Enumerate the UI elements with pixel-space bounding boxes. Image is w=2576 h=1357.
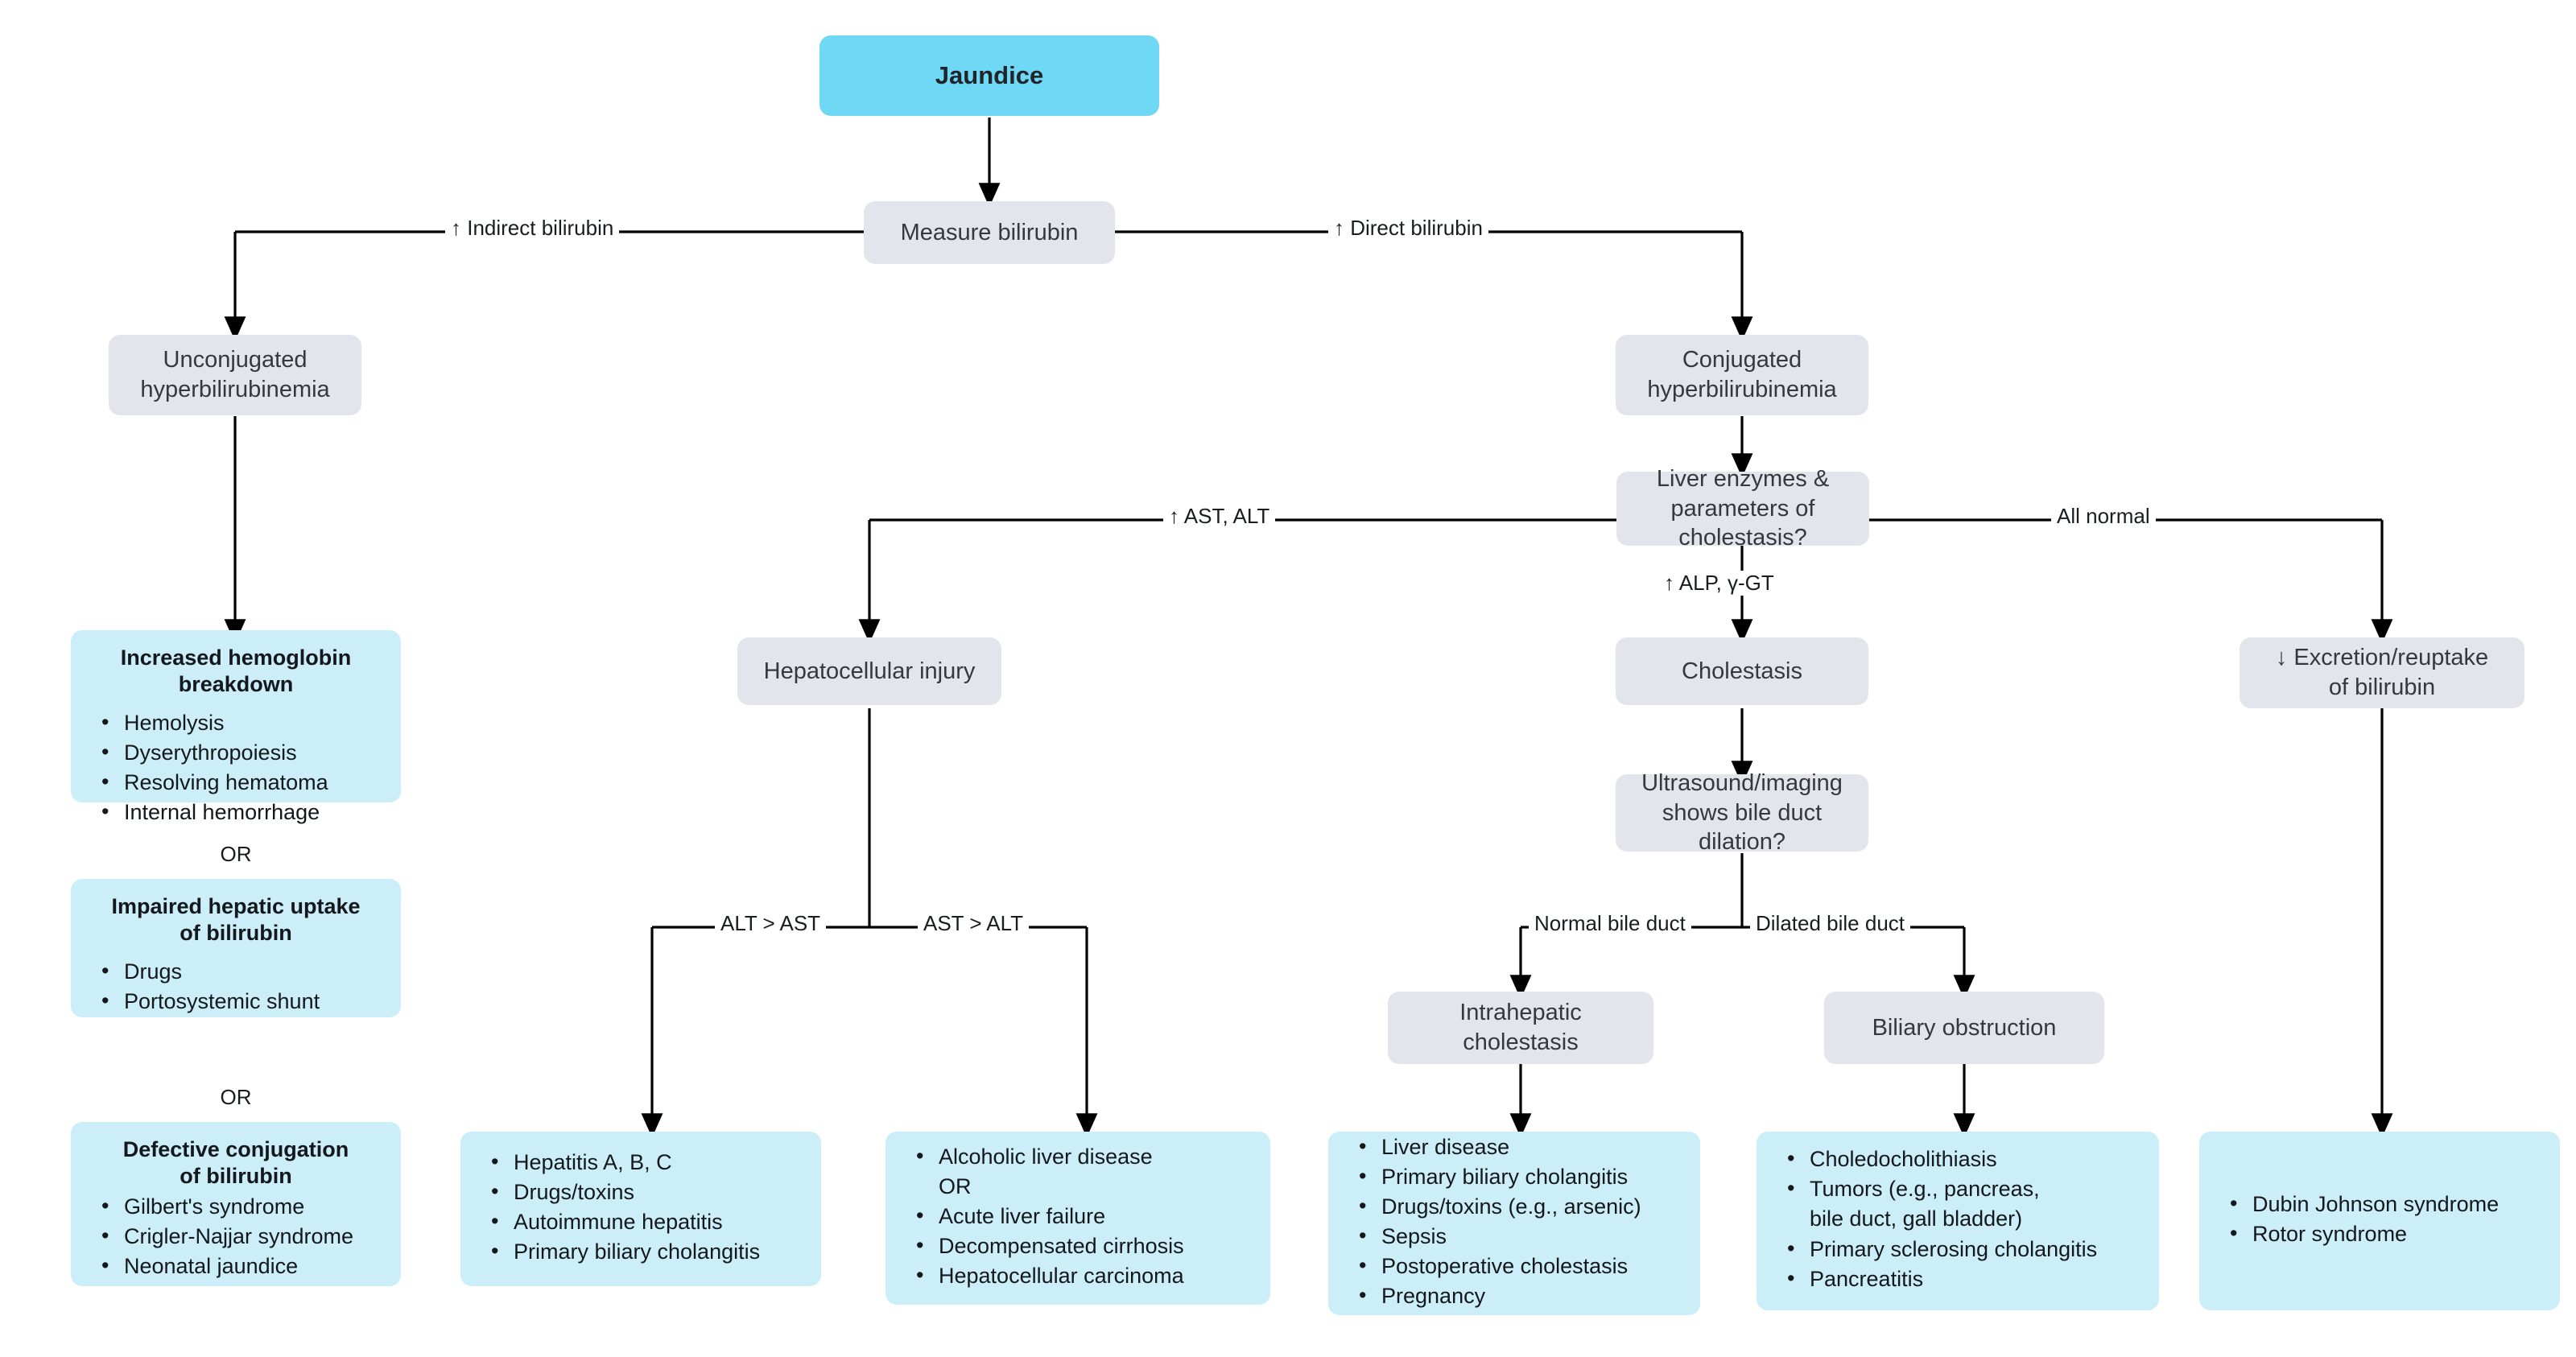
outcome-alt-dominant-causes[interactable]: Hepatitis A, B, C Drugs/toxins Autoimmun…: [460, 1132, 821, 1286]
node-unconjugated-line1: Unconjugated: [163, 347, 308, 373]
node-conjugated-line1: Conjugated: [1682, 347, 1802, 373]
list-item: bile duct, gall bladder): [1810, 1206, 2023, 1231]
node-measure-bilirubin[interactable]: Measure bilirubin: [864, 201, 1115, 264]
list-item: Dyserythropoiesis: [90, 738, 382, 767]
list-item: Hepatitis A, B, C: [480, 1148, 802, 1177]
node-liver-enzymes-line3: cholestasis?: [1678, 525, 1807, 551]
outcome-list: Drugs Portosystemic shunt: [90, 957, 382, 1016]
outcome-title: Increased hemoglobin breakdown: [90, 645, 382, 698]
edge-label-indirect-bilirubin: ↑ Indirect bilirubin: [445, 216, 620, 241]
connector-or-1: OR: [220, 842, 252, 866]
node-hepatocellular-injury-label: Hepatocellular injury: [763, 658, 976, 684]
node-liver-enzymes-line1: Liver enzymes &: [1656, 466, 1830, 493]
list-item: Portosystemic shunt: [90, 987, 382, 1016]
list-item: Dubin Johnson syndrome: [2219, 1190, 2541, 1219]
outcome-list: Gilbert's syndrome Crigler-Najjar syndro…: [90, 1192, 382, 1281]
node-conjugated-hyperbilirubinemia[interactable]: Conjugated hyperbilirubinemia: [1616, 335, 1868, 415]
edge-label-alt-gt-ast: ALT > AST: [715, 911, 827, 936]
edge-label-dilated-bile-duct: Dilated bile duct: [1750, 911, 1910, 936]
node-intrahepatic-cholestasis[interactable]: Intrahepatic cholestasis: [1388, 992, 1653, 1064]
list-item: Pancreatitis: [1776, 1264, 2140, 1293]
node-ultrasound-bile-duct-dilation[interactable]: Ultrasound/imaging shows bile duct dilat…: [1616, 770, 1868, 855]
outcome-excretion-causes[interactable]: Dubin Johnson syndrome Rotor syndrome: [2199, 1132, 2560, 1310]
outcome-title-line1: Impaired hepatic uptake: [111, 894, 361, 918]
edge-label-direct-bilirubin: ↑ Direct bilirubin: [1328, 216, 1488, 241]
connector-or-2: OR: [220, 1085, 252, 1109]
list-item: Decompensated cirrhosis: [905, 1231, 1251, 1260]
outcome-impaired-hepatic-uptake[interactable]: Impaired hepatic uptake of bilirubin Dru…: [71, 879, 401, 1017]
list-item: Pregnancy: [1348, 1281, 1681, 1310]
outcome-ast-dominant-causes[interactable]: Alcoholic liver disease OR Acute liver f…: [886, 1132, 1270, 1305]
edge-label-ast-gt-alt: AST > ALT: [918, 911, 1030, 936]
node-ultrasound-line3: dilation?: [1698, 829, 1786, 856]
list-item: Hepatocellular carcinoma: [905, 1261, 1251, 1290]
list-item: Drugs: [90, 957, 382, 986]
outcome-obstruction-causes[interactable]: Choledocholithiasis Tumors (e.g., pancre…: [1757, 1132, 2159, 1310]
node-hepatocellular-injury[interactable]: Hepatocellular injury: [737, 637, 1001, 705]
edge-label-ast-alt-up: ↑ AST, ALT: [1163, 504, 1276, 529]
node-unconjugated-hyperbilirubinemia[interactable]: Unconjugated hyperbilirubinemia: [109, 335, 361, 415]
list-item: Drugs/toxins: [480, 1178, 802, 1206]
edge-label-all-normal: All normal: [2051, 504, 2156, 529]
outcome-list: Hepatitis A, B, C Drugs/toxins Autoimmun…: [480, 1148, 802, 1268]
outcome-intrahepatic-causes[interactable]: Liver disease Primary biliary cholangiti…: [1328, 1132, 1700, 1315]
outcome-title-line1: Increased hemoglobin: [120, 646, 352, 670]
node-jaundice-label: Jaundice: [935, 61, 1044, 90]
node-conjugated-line2: hyperbilirubinemia: [1647, 377, 1837, 402]
node-biliary-obstruction-label: Biliary obstruction: [1872, 1014, 2057, 1041]
node-jaundice[interactable]: Jaundice: [819, 35, 1159, 116]
list-item: Choledocholithiasis: [1776, 1145, 2140, 1173]
list-item: Neonatal jaundice: [90, 1252, 382, 1281]
node-ultrasound-line1: Ultrasound/imaging: [1641, 770, 1843, 797]
list-item: Autoimmune hepatitis: [480, 1207, 802, 1236]
node-cholestasis-label: Cholestasis: [1682, 658, 1802, 684]
list-item: Rotor syndrome: [2219, 1219, 2541, 1248]
outcome-list: Liver disease Primary biliary cholangiti…: [1348, 1132, 1681, 1313]
list-item: OR: [939, 1173, 972, 1198]
node-liver-enzymes-line2: parameters of: [1670, 495, 1815, 522]
list-item: Primary biliary cholangitis: [1348, 1162, 1681, 1191]
list-item: Postoperative cholestasis: [1348, 1252, 1681, 1281]
node-intrahepatic-line1: Intrahepatic: [1459, 1000, 1582, 1026]
outcome-list: Alcoholic liver disease OR Acute liver f…: [905, 1142, 1251, 1292]
list-item: Sepsis: [1348, 1222, 1681, 1251]
list-item: Drugs/toxins (e.g., arsenic): [1348, 1192, 1681, 1221]
node-excretion-reuptake-bilirubin[interactable]: ↓ Excretion/reuptake of bilirubin: [2240, 637, 2524, 708]
outcome-list: Dubin Johnson syndrome Rotor syndrome: [2219, 1190, 2541, 1250]
outcome-title: Impaired hepatic uptake of bilirubin: [90, 893, 382, 947]
list-item: Primary sclerosing cholangitis: [1776, 1235, 2140, 1264]
node-excretion-line1: ↓ Excretion/reuptake: [2275, 645, 2489, 671]
edge-label-normal-bile-duct: Normal bile duct: [1529, 911, 1691, 936]
list-item: Gilbert's syndrome: [90, 1192, 382, 1221]
list-item: Alcoholic liver disease: [905, 1142, 1251, 1171]
outcome-title: Defective conjugation of bilirubin: [90, 1136, 382, 1190]
node-unconjugated-line2: hyperbilirubinemia: [140, 377, 330, 402]
list-item: Resolving hematoma: [90, 768, 382, 797]
list-item: Acute liver failure: [905, 1202, 1251, 1231]
list-item: Crigler-Najjar syndrome: [90, 1222, 382, 1251]
outcome-title-line2: of bilirubin: [180, 920, 292, 945]
outcome-title-line2: of bilirubin: [180, 1163, 292, 1188]
list-item: Liver disease: [1348, 1132, 1681, 1161]
node-intrahepatic-line2: cholestasis: [1463, 1029, 1579, 1055]
list-item: Internal hemorrhage: [90, 798, 382, 827]
outcome-list: Choledocholithiasis Tumors (e.g., pancre…: [1776, 1145, 2140, 1294]
list-item: Primary biliary cholangitis: [480, 1237, 802, 1266]
list-item: Tumors (e.g., pancreas,: [1776, 1174, 2140, 1203]
node-excretion-line2: of bilirubin: [2328, 674, 2436, 700]
node-ultrasound-line2: shows bile duct: [1662, 799, 1823, 826]
outcome-increased-hemoglobin-breakdown[interactable]: Increased hemoglobin breakdown Hemolysis…: [71, 630, 401, 826]
list-item: Hemolysis: [90, 708, 382, 737]
outcome-list: Hemolysis Dyserythropoiesis Resolving he…: [90, 708, 382, 827]
edge-label-alp-ggt-up: ↑ ALP, γ-GT: [1658, 571, 1780, 596]
node-measure-bilirubin-label: Measure bilirubin: [900, 219, 1079, 245]
node-cholestasis[interactable]: Cholestasis: [1616, 637, 1868, 705]
outcome-defective-conjugation[interactable]: Defective conjugation of bilirubin Gilbe…: [71, 1122, 401, 1286]
node-liver-enzymes-cholestasis[interactable]: Liver enzymes & parameters of cholestasi…: [1616, 466, 1869, 551]
outcome-title-line1: Defective conjugation: [122, 1137, 349, 1161]
outcome-title-line2: breakdown: [178, 671, 294, 696]
node-biliary-obstruction[interactable]: Biliary obstruction: [1824, 992, 2104, 1064]
